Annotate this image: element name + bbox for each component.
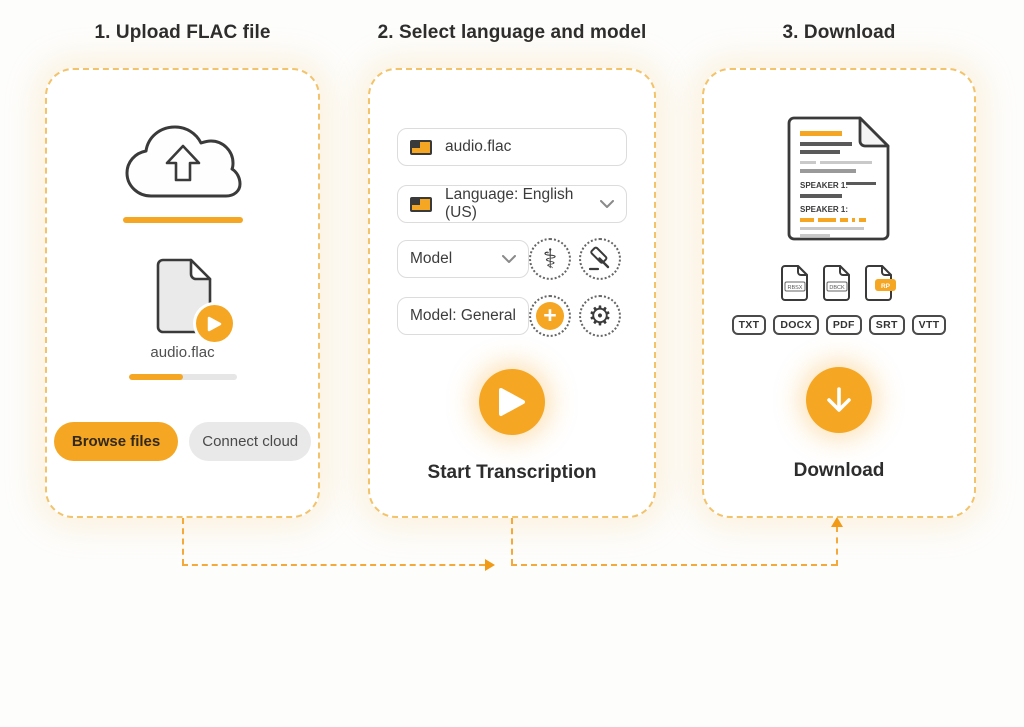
connector-line xyxy=(511,518,513,565)
connector-line xyxy=(182,518,184,565)
gavel-icon xyxy=(588,246,610,271)
step1-title: 1. Upload FLAC file xyxy=(94,22,271,43)
cloud-upload-icon xyxy=(121,120,245,209)
settings-card: audio.flac Language: English (US) Model … xyxy=(368,68,656,518)
model-value-field[interactable]: Model: General xyxy=(397,297,529,335)
format-badge-txt: TXT xyxy=(731,315,767,335)
connector-arrow-up-icon xyxy=(831,517,843,527)
chevron-down-icon xyxy=(600,199,614,208)
legal-model-button[interactable] xyxy=(579,238,621,280)
format-badge-pdf: PDF xyxy=(825,315,862,335)
language-select-value: Language: English (US) xyxy=(445,186,574,221)
gear-icon: ⚙ xyxy=(587,300,613,332)
step2-title: 2. Select language and model xyxy=(377,22,647,43)
format-badge-vtt: VTT xyxy=(911,315,947,335)
play-icon xyxy=(207,316,221,331)
uploaded-file-name: audio.flac xyxy=(150,344,215,361)
upload-card: audio.flac Browse files Connect cloud xyxy=(45,68,320,518)
file-play-button[interactable] xyxy=(195,305,233,342)
connector-line xyxy=(511,564,837,566)
speaker-label-1: SPEAKER 1: xyxy=(800,181,848,190)
step3-title: 3. Download xyxy=(782,22,896,43)
audio-file-icon xyxy=(153,257,233,342)
audio-flag-icon xyxy=(410,139,432,155)
start-transcription-button[interactable] xyxy=(479,369,545,435)
medical-model-button[interactable]: ⚕ xyxy=(529,238,571,280)
filetype-doc-icon-3: RP xyxy=(865,265,896,301)
download-label: Download xyxy=(793,460,885,481)
file-input-field[interactable]: audio.flac xyxy=(397,128,627,166)
connector-line xyxy=(836,526,838,566)
model-dropdown[interactable]: Model xyxy=(397,240,529,278)
upload-progress-fill xyxy=(128,374,183,380)
format-badges-row: TXT DOCX PDF SRT VTT xyxy=(731,315,947,335)
download-arrow-icon xyxy=(827,387,851,412)
language-flag-icon xyxy=(410,196,432,212)
connect-cloud-button[interactable]: Connect cloud xyxy=(189,422,312,461)
filetype-doc-icon-2: DBCK xyxy=(823,265,850,301)
filetype-doc-icon-1: RBSX xyxy=(781,265,808,301)
browse-files-button[interactable]: Browse files xyxy=(53,422,179,461)
start-transcription-label: Start Transcription xyxy=(427,462,597,483)
caduceus-icon: ⚕ xyxy=(542,243,558,275)
connector-arrow-right-icon xyxy=(485,559,495,571)
upload-progress-bar xyxy=(128,374,237,380)
download-card: SPEAKER 1: SPEAKER 1: RBSX xyxy=(702,68,976,518)
filetype-label-3: RP xyxy=(881,283,891,290)
play-icon xyxy=(499,388,525,416)
chevron-down-icon xyxy=(502,254,516,263)
format-badge-docx: DOCX xyxy=(773,315,819,335)
filetype-label-2: DBCK xyxy=(829,285,845,291)
add-model-button[interactable]: + xyxy=(529,295,571,337)
download-button[interactable] xyxy=(806,367,872,433)
speaker-label-2: SPEAKER 1: xyxy=(800,205,848,214)
format-badge-srt: SRT xyxy=(868,315,905,335)
transcript-document-icon: SPEAKER 1: SPEAKER 1: xyxy=(784,115,894,248)
plus-icon: + xyxy=(536,302,564,330)
language-select[interactable]: Language: English (US) xyxy=(397,185,627,223)
upload-underline xyxy=(122,217,243,223)
model-value-text: Model: General xyxy=(410,307,516,324)
settings-button[interactable]: ⚙ xyxy=(579,295,621,337)
filetype-label-1: RBSX xyxy=(788,285,803,291)
file-input-value: audio.flac xyxy=(445,138,512,155)
model-dropdown-label: Model xyxy=(410,250,453,267)
connector-line xyxy=(182,564,485,566)
